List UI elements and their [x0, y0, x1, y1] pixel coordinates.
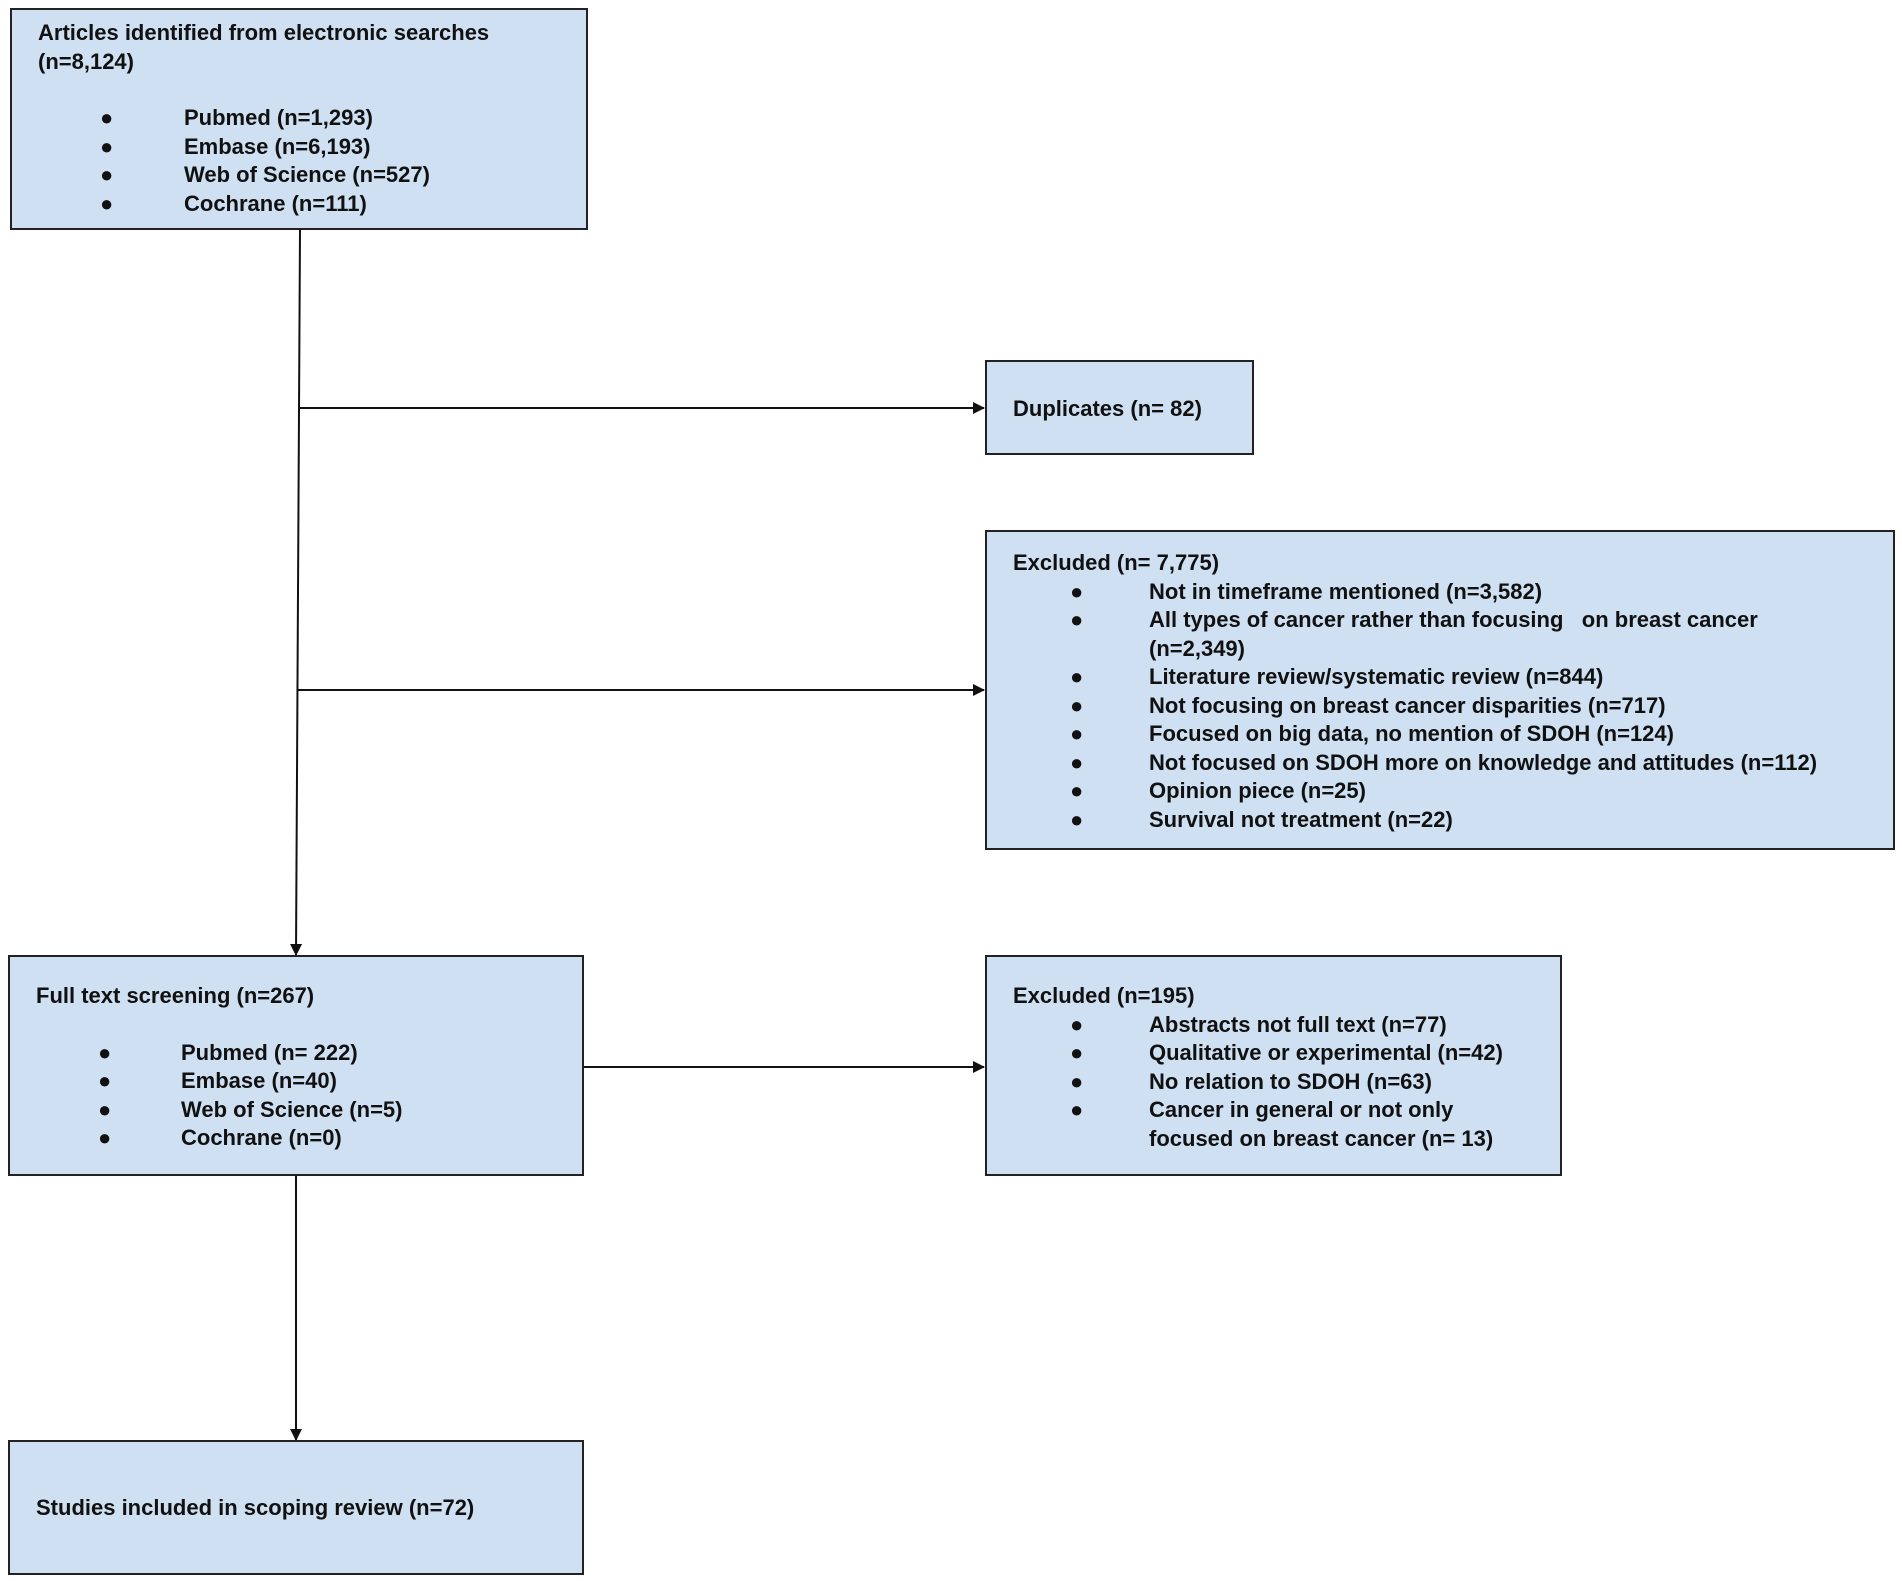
list-item: ●Cancer in general or not only — [1070, 1097, 1454, 1122]
search-title: Articles identified from electronic sear… — [38, 20, 490, 45]
duplicates-box: Duplicates (n= 82) — [985, 360, 1254, 455]
list-item: ●Pubmed (n=1,293) — [100, 105, 373, 130]
excluded-2-list: ●Abstracts not full text (n=77) ●Qualita… — [1013, 1011, 1560, 1154]
list-item: ●Not focusing on breast cancer dispariti… — [1070, 692, 1666, 718]
duplicates-label: Duplicates (n= 82) — [1013, 396, 1202, 421]
fulltext-list: ●Pubmed (n= 222) ●Embase (n=40) ●Web of … — [36, 1039, 582, 1153]
list-item: ●All types of cancer rather than focusin… — [1070, 607, 1758, 632]
list-item: ●Pubmed (n= 222) — [98, 1039, 358, 1065]
list-item: ●Abstracts not full text (n=77) — [1070, 1011, 1447, 1037]
fulltext-title: Full text screening (n=267) — [36, 983, 315, 1008]
included-label: Studies included in scoping review (n=72… — [36, 1495, 475, 1520]
list-item: ●Qualitative or experimental (n=42) — [1070, 1040, 1503, 1065]
excluded-1-title: Excluded (n= 7,775) — [1013, 550, 1220, 575]
list-item: ●Web of Science (n=5) — [98, 1096, 403, 1122]
list-item: ●No relation to SDOH (n=63) — [1070, 1068, 1432, 1094]
list-item-continuation: focused on breast cancer (n= 13) — [1149, 1125, 1494, 1151]
search-list: ●Pubmed (n=1,293) ●Embase (n=6,193) ●Web… — [38, 104, 586, 218]
list-item: ●Not in timeframe mentioned (n=3,582) — [1070, 578, 1543, 604]
list-item: ●Focused on big data, no mention of SDOH… — [1070, 721, 1674, 746]
list-item: ●Survival not treatment (n=22) — [1070, 806, 1453, 832]
list-item: ●Web of Science (n=527) — [100, 162, 430, 187]
excluded-1-list: ●Not in timeframe mentioned (n=3,582) ●A… — [1013, 578, 1893, 835]
excluded-2-title: Excluded (n=195) — [1013, 983, 1195, 1008]
list-item: ●Embase (n=40) — [98, 1068, 337, 1093]
search-box: Articles identified from electronic sear… — [10, 8, 588, 230]
list-item-continuation: (n=2,349) — [1149, 635, 1245, 661]
list-item: ●Opinion piece (n=25) — [1070, 778, 1366, 803]
arrow-search-to-fulltext — [290, 229, 303, 956]
excluded-box-1: Excluded (n= 7,775) ●Not in timeframe me… — [985, 530, 1895, 850]
excluded-box-2: Excluded (n=195) ●Abstracts not full tex… — [985, 955, 1562, 1176]
included-box: Studies included in scoping review (n=72… — [8, 1440, 584, 1575]
list-item: ●Not focused on SDOH more on knowledge a… — [1070, 749, 1818, 775]
list-item: ●Literature review/systematic review (n=… — [1070, 664, 1604, 689]
list-item: ●Embase (n=6,193) — [100, 133, 371, 159]
fulltext-box: Full text screening (n=267) ●Pubmed (n= … — [8, 955, 584, 1176]
list-item: ●Cochrane (n=111) — [100, 190, 367, 216]
search-count: (n=8,124) — [38, 48, 134, 74]
list-item: ●Cochrane (n=0) — [98, 1125, 342, 1150]
